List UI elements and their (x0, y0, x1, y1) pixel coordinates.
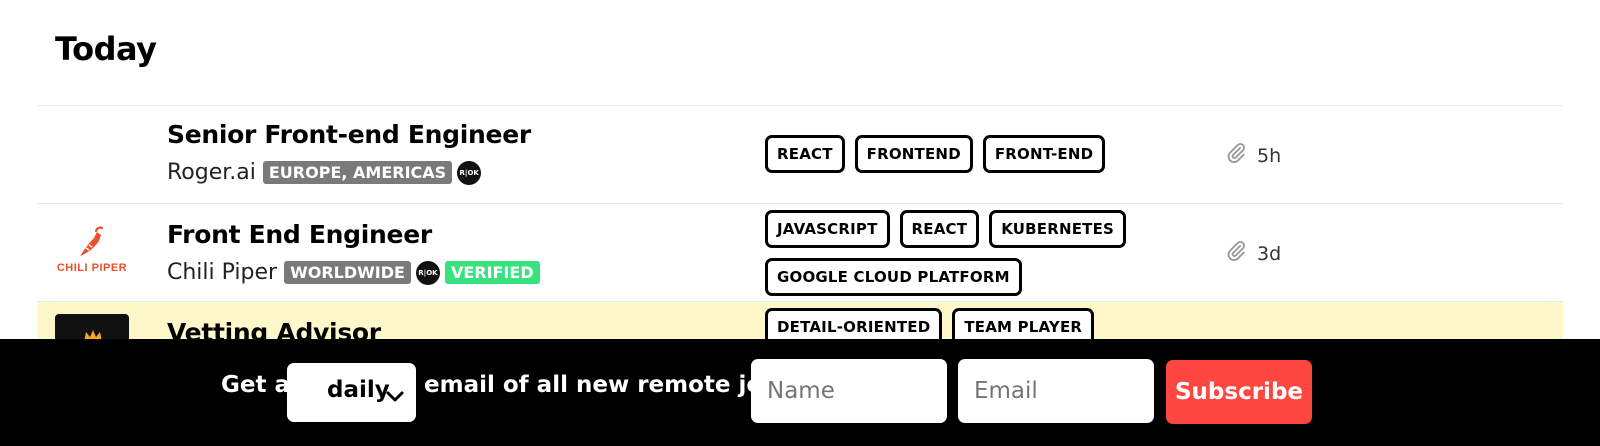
subscribe-suffix: email of all new remote jobs (424, 372, 793, 398)
job-row[interactable]: Senior Front-end Engineer Roger.ai EUROP… (37, 105, 1563, 203)
tag[interactable]: GOOGLE CLOUD PLATFORM (765, 258, 1022, 296)
frequency-value: daily (327, 377, 390, 403)
ok-icon: R|OK (415, 260, 440, 285)
company-line: Chili Piper WORLDWIDE R|OK VERIFIED (167, 260, 540, 285)
ok-icon: R|OK (457, 160, 482, 185)
posted-label: 3d (1257, 242, 1282, 265)
section-title: Today (55, 30, 157, 68)
job-list: Senior Front-end Engineer Roger.ai EUROP… (37, 105, 1563, 374)
company-name[interactable]: Roger.ai (167, 160, 256, 185)
company-line: Roger.ai EUROPE, AMERICAS R|OK (167, 160, 482, 185)
tag-list: JAVASCRIPT REACT KUBERNETES GOOGLE CLOUD… (765, 210, 1165, 296)
job-row[interactable]: CHILI PIPER Front End Engineer Chili Pip… (37, 203, 1563, 301)
job-title[interactable]: Senior Front-end Engineer (167, 120, 531, 149)
posted-time: 3d (1225, 240, 1281, 267)
paperclip-icon (1225, 142, 1247, 169)
email-field[interactable] (958, 359, 1154, 423)
posted-time: 5h (1225, 142, 1281, 169)
tag[interactable]: KUBERNETES (989, 210, 1127, 248)
paperclip-icon (1225, 240, 1247, 267)
company-logo: CHILI PIPER (54, 226, 130, 282)
location-badge: WORLDWIDE (284, 261, 411, 284)
chili-icon (80, 226, 104, 256)
tag[interactable]: REACT (899, 210, 980, 248)
chili-logo-text: CHILI PIPER (56, 262, 128, 274)
name-field[interactable] (751, 359, 947, 423)
verified-badge: VERIFIED (444, 261, 540, 284)
frequency-select[interactable]: daily (287, 363, 416, 422)
job-title[interactable]: Front End Engineer (167, 220, 432, 249)
tag[interactable]: FRONTEND (854, 135, 973, 173)
location-badge: EUROPE, AMERICAS (262, 161, 453, 184)
subscribe-button[interactable]: Subscribe (1166, 360, 1312, 424)
subscribe-bar: Get a daily email of all new remote jobs… (0, 339, 1600, 446)
tag[interactable]: FRONT-END (982, 135, 1106, 173)
tag[interactable]: REACT (765, 135, 845, 173)
company-name[interactable]: Chili Piper (167, 260, 278, 285)
chevron-down-icon (386, 383, 404, 409)
subscribe-prefix: Get a (221, 372, 290, 398)
tag[interactable]: JAVASCRIPT (765, 210, 890, 248)
posted-label: 5h (1257, 144, 1282, 167)
tag-list: REACT FRONTEND FRONT-END (765, 135, 1165, 173)
